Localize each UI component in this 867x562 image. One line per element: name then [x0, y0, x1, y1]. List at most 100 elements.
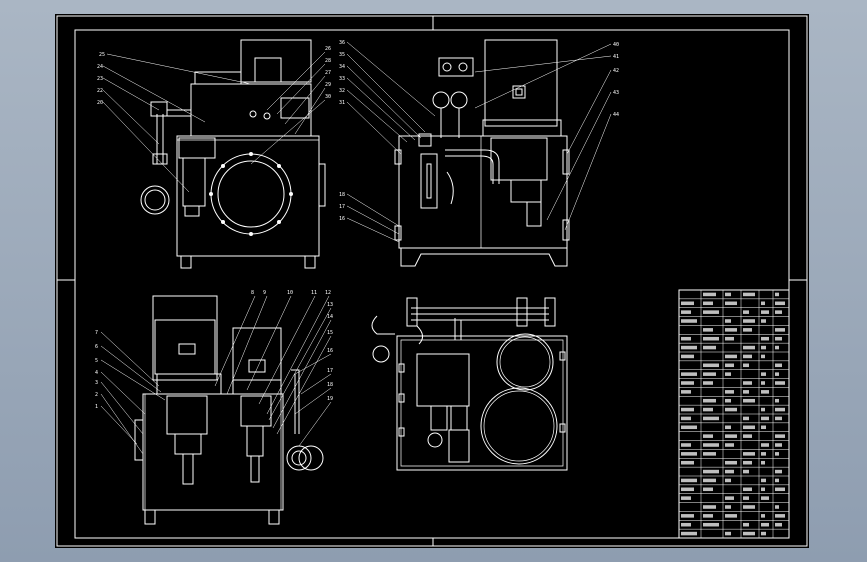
title-block-cell-text [743, 328, 752, 332]
title-block-cell-text [761, 452, 766, 456]
title-block-cell-text [703, 398, 716, 403]
title-block-cell-text [743, 434, 752, 438]
title-block-cell-text [775, 381, 785, 385]
svg-text:18: 18 [327, 382, 333, 388]
svg-text:7: 7 [95, 330, 98, 336]
title-block-cell-text [681, 531, 697, 536]
svg-text:18: 18 [339, 192, 345, 198]
title-block-cell-text [775, 345, 779, 350]
svg-text:24: 24 [97, 64, 103, 70]
title-block-cell-text [681, 425, 697, 430]
drawing-sheet: 25 24 23 22 20 26 28 27 29 30 [55, 14, 809, 548]
title-block-cell-text [743, 345, 755, 350]
title-block-cell-text [681, 319, 697, 323]
svg-text:5: 5 [95, 358, 98, 364]
title-block-cell-text [725, 531, 731, 536]
title-block-cell-text [703, 310, 719, 314]
title-block-cell-text [743, 390, 749, 394]
title-block-cell-text [681, 390, 691, 394]
title-block-cell-text [681, 310, 691, 314]
svg-text:13: 13 [327, 302, 333, 308]
svg-text:28: 28 [325, 58, 331, 64]
svg-text:16: 16 [339, 216, 345, 222]
title-block-cell-text [761, 319, 766, 323]
title-block-cell-text [775, 443, 782, 447]
svg-text:25: 25 [99, 52, 105, 58]
title-block-cell-text [775, 416, 782, 421]
title-block-cell-text [775, 407, 785, 412]
title-block-cell-text [775, 301, 785, 306]
svg-text:34: 34 [339, 64, 345, 70]
title-block-cell-text [761, 522, 769, 527]
title-block-cell-text [761, 345, 766, 350]
title-block-cell-text [775, 487, 785, 492]
svg-text:6: 6 [95, 344, 98, 350]
svg-text:1: 1 [95, 404, 98, 410]
title-block-cell-text [743, 496, 749, 500]
title-block-cell-text [681, 452, 697, 456]
side-view-right: 36 35 34 33 32 31 18 17 16 40 41 42 43 4… [339, 39, 619, 267]
title-block-cell-text [703, 443, 719, 447]
svg-text:30: 30 [325, 94, 331, 100]
title-block-cell-text [703, 514, 713, 518]
svg-text:12: 12 [325, 290, 331, 296]
title-block-cell-text [703, 292, 716, 297]
title-block-cell-text [725, 301, 737, 306]
top-view [371, 297, 568, 471]
title-block-cell-text [775, 363, 782, 368]
title-block-cell-text [743, 522, 749, 527]
title-block-cell-text [761, 531, 766, 536]
title-block-cell-text [725, 328, 737, 332]
title-block-cell-text [761, 390, 769, 394]
title-block-cell-text [743, 460, 752, 465]
title-block-cell-text [775, 372, 779, 376]
title-block-cell-text [725, 390, 734, 394]
svg-text:20: 20 [97, 100, 103, 106]
title-block-cell-text [681, 522, 691, 527]
svg-text:33: 33 [339, 76, 345, 82]
title-block-cell-text [703, 301, 713, 306]
title-block-cell-text [725, 514, 737, 518]
title-block-cell-text [703, 407, 713, 412]
title-block-cell-text [703, 478, 716, 483]
title-block-cell-text [743, 381, 752, 385]
title-block-cell-text [725, 425, 731, 430]
title-block-cell-text [743, 398, 755, 403]
cad-drawing: 25 24 23 22 20 26 28 27 29 30 [56, 15, 808, 547]
title-block-cell-text [761, 416, 769, 421]
title-block-cell-text [761, 407, 765, 412]
title-block-cell-text [775, 434, 785, 438]
title-block-cell-text [703, 434, 713, 438]
title-block-cell-text [681, 416, 691, 421]
title-block-cell-text [703, 487, 713, 492]
svg-text:10: 10 [287, 290, 293, 296]
title-block-cell-text [725, 460, 737, 465]
svg-text:43: 43 [613, 90, 619, 96]
title-block-cell-text [743, 292, 755, 297]
svg-text:19: 19 [327, 396, 333, 402]
title-block-cell-text [761, 372, 766, 376]
title-block-cell-text [725, 292, 731, 297]
title-block-cell-text [725, 496, 734, 500]
front-view: 25 24 23 22 20 26 28 27 29 30 [97, 39, 331, 269]
title-block-cell-text [681, 514, 694, 518]
title-block-cell-text [725, 407, 737, 412]
svg-text:29: 29 [325, 82, 331, 88]
svg-text:17: 17 [327, 368, 333, 374]
svg-text:9: 9 [263, 290, 266, 296]
title-block-cell-text [775, 336, 782, 341]
title-block-cell-text [761, 336, 769, 341]
title-block-cell-text [761, 354, 765, 359]
title-block-cell-text [775, 514, 785, 518]
title-block-cell-text [703, 522, 719, 527]
title-block-cell-text [703, 452, 716, 456]
svg-text:3: 3 [95, 380, 98, 386]
title-block-cell-text [703, 363, 719, 368]
title-block-cell-text [725, 505, 731, 509]
title-block-cell-text [775, 452, 779, 456]
title-block-cell-text [761, 478, 766, 483]
title-block-cell-text [761, 310, 769, 314]
title-block-cell-text [761, 443, 769, 447]
title-block-cell-text [743, 505, 755, 509]
inner-frame [74, 29, 790, 539]
